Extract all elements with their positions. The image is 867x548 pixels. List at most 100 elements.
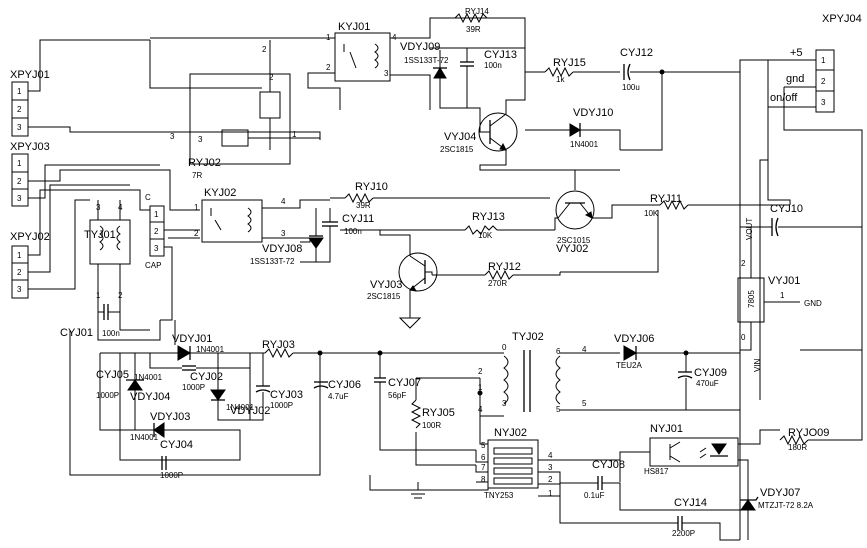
svg-text:KYJ02: KYJ02 — [204, 187, 236, 199]
svg-text:RYJ14: RYJ14 — [465, 7, 489, 16]
svg-text:CYJ01: CYJ01 — [60, 327, 93, 339]
svg-text:TYJ02: TYJ02 — [512, 331, 544, 343]
svg-text:1SS133T-72: 1SS133T-72 — [250, 257, 295, 266]
svg-text:GND: GND — [804, 299, 822, 308]
xpyj02-label: XPYJ02 — [10, 231, 50, 243]
svg-text:RYJ13: RYJ13 — [472, 211, 505, 223]
svg-text:2200P: 2200P — [672, 529, 695, 538]
svg-text:100n: 100n — [484, 61, 502, 70]
capacitor-cyj01: CYJ01 100n — [60, 300, 161, 341]
svg-text:VDYJ07: VDYJ07 — [760, 487, 800, 499]
capacitor-cyj12: CYJ12 100u — [620, 47, 768, 151]
resistor-ryj03: RYJ03 — [250, 339, 480, 359]
transistor-vyj02: VYJ02 2SC1015 — [554, 170, 640, 255]
svg-text:5: 5 — [556, 405, 561, 414]
svg-text:1N4001: 1N4001 — [570, 140, 599, 149]
svg-text:56pF: 56pF — [388, 391, 406, 400]
svg-text:1000P: 1000P — [96, 391, 119, 400]
relay-kyj02: KYJ02 1 2 4 3 — [168, 187, 330, 243]
svg-text:2: 2 — [194, 229, 199, 238]
capacitor-cyj14: CYJ14 2200P — [559, 497, 740, 541]
xpyj04-body — [815, 49, 835, 113]
cap-body — [149, 205, 165, 257]
svg-text:1: 1 — [194, 203, 199, 212]
transistor-vyj04: VYJ04 2SC1815 — [440, 72, 620, 171]
nyj02-body — [487, 439, 539, 489]
xpyj01-label: XPYJ01 — [10, 69, 50, 81]
ryj02-body — [189, 73, 291, 165]
svg-text:1: 1 — [780, 291, 785, 300]
choke-tyj01: TYJ01 3 4 1 2 — [84, 200, 131, 300]
svg-text:1: 1 — [821, 56, 826, 65]
svg-text:4: 4 — [281, 197, 286, 206]
svg-text:3: 3 — [17, 123, 22, 132]
kyj02-body — [201, 199, 263, 243]
svg-text:CYJ09: CYJ09 — [694, 367, 727, 379]
svg-text:2: 2 — [821, 77, 826, 86]
svg-text:CAP: CAP — [145, 261, 161, 270]
svg-text:5: 5 — [481, 441, 486, 450]
svg-text:470uF: 470uF — [696, 379, 719, 388]
svg-text:2SC1015: 2SC1015 — [557, 236, 591, 245]
svg-text:2: 2 — [17, 177, 22, 186]
svg-text:3: 3 — [281, 229, 286, 238]
nyj01-body — [649, 437, 739, 467]
svg-text:180R: 180R — [788, 443, 807, 452]
svg-text:7805: 7805 — [747, 290, 756, 308]
svg-text:CYJ10: CYJ10 — [770, 203, 803, 215]
svg-text:1N4001: 1N4001 — [130, 433, 159, 442]
xpyj04-label: XPYJ04 — [822, 13, 862, 25]
svg-text:RYJ05: RYJ05 — [422, 407, 455, 419]
svg-text:4: 4 — [548, 451, 553, 460]
svg-text:1: 1 — [17, 251, 22, 260]
svg-text:HS817: HS817 — [644, 467, 669, 476]
svg-text:3: 3 — [821, 98, 826, 107]
resistor-ryj15: RYJ15 1k — [524, 38, 620, 84]
svg-text:2: 2 — [548, 475, 553, 484]
svg-text:CYJ13: CYJ13 — [484, 49, 517, 61]
transistor-vyj03: VYJ03 2SC1815 — [367, 230, 438, 329]
connector-xpyj02: XPYJ02 1 2 3 — [10, 231, 50, 299]
svg-text:0: 0 — [502, 343, 507, 352]
svg-text:RYJ11: RYJ11 — [650, 193, 682, 205]
svg-text:RYJ03: RYJ03 — [262, 339, 295, 351]
svg-text:1: 1 — [154, 210, 159, 219]
svg-text:TEU2A: TEU2A — [616, 361, 642, 370]
svg-text:100R: 100R — [422, 421, 441, 430]
plus5-label: +5 — [790, 47, 803, 59]
svg-text:2: 2 — [17, 268, 22, 277]
svg-text:CYJ07: CYJ07 — [388, 377, 421, 389]
diode-vdyj10: VDYJ10 1N4001 — [525, 107, 621, 150]
connector-xpyj03: XPYJ03 1 2 3 — [10, 141, 50, 207]
svg-text:6: 6 — [481, 453, 486, 462]
svg-text:CYJ05: CYJ05 — [96, 369, 129, 381]
xpyj03-body — [11, 153, 29, 207]
optocoupler-nyj01: NYJ01 HS817 — [619, 423, 780, 500]
capacitor-cyj08: CYJ08 0.1uF — [560, 459, 748, 511]
svg-text:0: 0 — [741, 333, 746, 342]
svg-text:VDYJ10: VDYJ10 — [573, 107, 613, 119]
svg-text:VYJ02: VYJ02 — [556, 243, 588, 255]
svg-text:10K: 10K — [644, 209, 659, 218]
svg-text:1k: 1k — [556, 75, 565, 84]
svg-text:4: 4 — [582, 345, 587, 354]
svg-text:CYJ02: CYJ02 — [190, 371, 223, 383]
svg-text:1N4001: 1N4001 — [134, 373, 163, 382]
svg-text:3: 3 — [384, 69, 389, 78]
regulator-vyj01: VYJ01 7805 GND VIN 2 1 0 — [737, 60, 863, 540]
svg-text:VIN: VIN — [753, 358, 762, 372]
svg-text:CYJ12: CYJ12 — [620, 47, 653, 59]
svg-text:CYJ11: CYJ11 — [342, 213, 374, 225]
diode-vdyj09: VDYJ09 1SS133T-72 — [400, 41, 468, 109]
svg-text:1N4001: 1N4001 — [226, 403, 255, 412]
svg-text:2SC1815: 2SC1815 — [367, 292, 401, 301]
svg-text:1N4001: 1N4001 — [196, 345, 225, 354]
svg-text:VYJ04: VYJ04 — [444, 131, 476, 143]
svg-text:1SS133T-72: 1SS133T-72 — [404, 56, 449, 65]
svg-text:KYJ01: KYJ01 — [338, 21, 370, 33]
svg-text:6: 6 — [556, 347, 561, 356]
connector-xpyj04: XPYJ04 1 2 3 +5 gnd on/off — [768, 13, 862, 113]
connector-wires — [28, 39, 321, 290]
svg-text:RYJ02: RYJ02 — [188, 157, 221, 169]
